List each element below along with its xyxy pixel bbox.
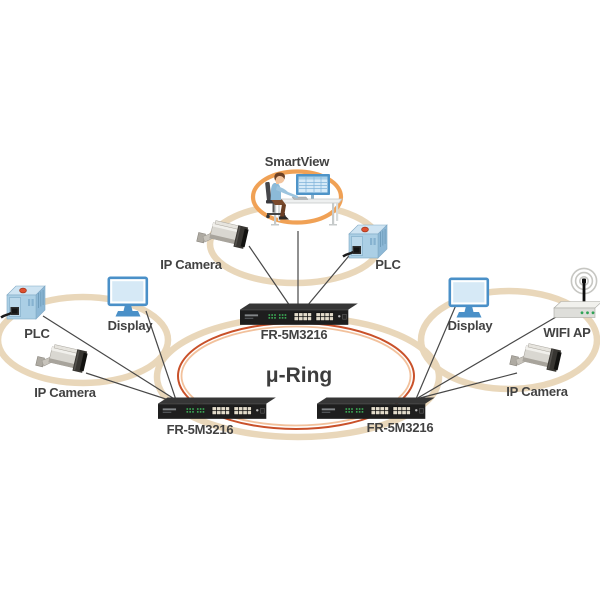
left-plc-label: PLC bbox=[24, 326, 50, 341]
left-display-label: Display bbox=[108, 318, 154, 333]
connection-line bbox=[145, 310, 177, 401]
connection-lines bbox=[42, 231, 557, 403]
top-switch-label: FR-5M3216 bbox=[261, 327, 328, 342]
left-switch-label: FR-5M3216 bbox=[167, 422, 234, 437]
right-ip-camera-icon bbox=[509, 339, 563, 376]
connection-line bbox=[415, 304, 457, 400]
top-plc-label: PLC bbox=[375, 257, 401, 272]
connection-line bbox=[415, 316, 557, 400]
connection-line bbox=[85, 372, 176, 403]
smartview-label: SmartView bbox=[265, 154, 331, 169]
connection-line bbox=[415, 372, 518, 400]
right-display-icon bbox=[448, 277, 490, 319]
ring-label: μ-Ring bbox=[266, 364, 333, 387]
connection-line bbox=[248, 245, 291, 307]
top-ethernet-switch-icon bbox=[239, 303, 359, 326]
right-ip-camera-label: IP Camera bbox=[506, 384, 569, 399]
left-plc-icon bbox=[0, 284, 47, 321]
wifi-ap-icon bbox=[553, 267, 600, 319]
left-group-ellipse bbox=[0, 293, 172, 387]
top-plc-icon bbox=[341, 223, 389, 260]
left-ip-camera-label: IP Camera bbox=[34, 385, 97, 400]
right-switch-label: FR-5M3216 bbox=[367, 420, 434, 435]
top-ip-camera-label: IP Camera bbox=[160, 257, 223, 272]
right-ethernet-switch-icon bbox=[316, 397, 436, 420]
connection-line bbox=[306, 250, 354, 307]
connection-line bbox=[42, 315, 177, 401]
right-group-ellipse bbox=[417, 287, 600, 393]
mu-ring-inner-ellipse bbox=[180, 325, 412, 427]
top-ip-camera-icon bbox=[196, 216, 250, 253]
wifi-ap-label: WIFI AP bbox=[543, 325, 591, 340]
left-ip-camera-icon bbox=[35, 340, 89, 377]
left-ethernet-switch-icon bbox=[157, 397, 277, 420]
right-display-label: Display bbox=[448, 318, 494, 333]
